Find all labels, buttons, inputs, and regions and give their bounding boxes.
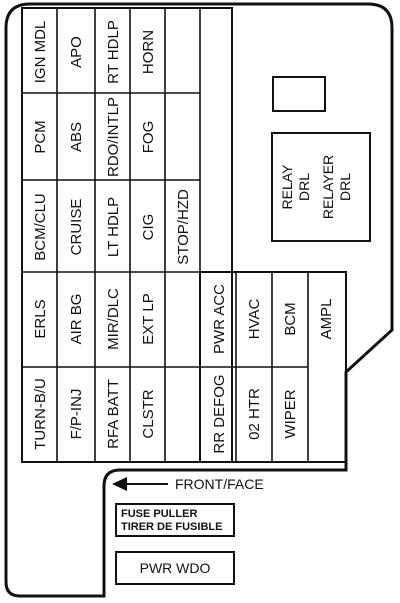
fuse-fp-inj: F/P-INJ [68,389,85,440]
fuse-pwr-acc: PWR ACC [211,284,228,354]
fuse-ampl: AMPL [318,299,335,340]
fuse-apo: APO [68,36,85,68]
fuse-cruise: CRUISE [68,199,85,256]
fuse-turn-bu: TURN-B/U [32,378,49,450]
fuse-abs: ABS [68,122,85,152]
fuse-02-htr: 02 HTR [246,388,263,440]
front-face-label: FRONT/FACE [175,476,264,492]
fuse-rdo-intlp: RDO/INTLP [105,97,122,177]
fuse-wiper: WIPER [282,389,299,438]
fuse-grid-frame [21,7,233,463]
fuse-rfa-batt: RFA BATT [105,379,122,449]
fuse-cig: CIG [140,214,157,241]
fuse-puller-label-1: FUSE PULLER [121,508,197,520]
fuse-horn: HORN [140,30,157,74]
fuse-rt-hdlp: RT HDLP [105,20,122,84]
fuse-puller-label-2: TIRER DE FUSIBLE [121,521,222,533]
relay-label-2: DRL [296,173,312,201]
fuse-clstr: CLSTR [140,389,157,438]
fuse-ign-mdl: IGN MDL [32,21,49,84]
front-arrow-icon [112,477,127,491]
spare-slot [272,76,326,112]
fuse-puller-box [115,503,235,537]
fuse-bcm: BCM [282,302,299,335]
pwr-wdo-box [115,551,235,585]
relay-box [271,132,371,242]
relay-label-1: RELAY [279,164,295,210]
pwr-wdo-label: PWR WDO [140,560,211,576]
relay-label-4: DRL [337,173,353,201]
fuse-stop-hzd: STOP/HZD [175,189,192,265]
fuse-bcm-clu: BCM/CLU [32,193,49,261]
relay-label-3: RELAYER [320,155,336,219]
fuse-rr-defog: RR DEFOG [211,374,228,453]
fuse-pcm: PCM [32,120,49,153]
fuse-ext-lp: EXT LP [140,293,157,344]
fuse-mir-dlc: MIR/DLC [105,288,122,350]
fuse-lt-hdlp: LT HDLP [105,197,122,257]
fuse-fog: FOG [140,121,157,154]
fuse-hvac: HVAC [246,299,263,340]
fuse-erls: ERLS [32,299,49,338]
fuse-air-bg: AIR BG [68,294,85,345]
